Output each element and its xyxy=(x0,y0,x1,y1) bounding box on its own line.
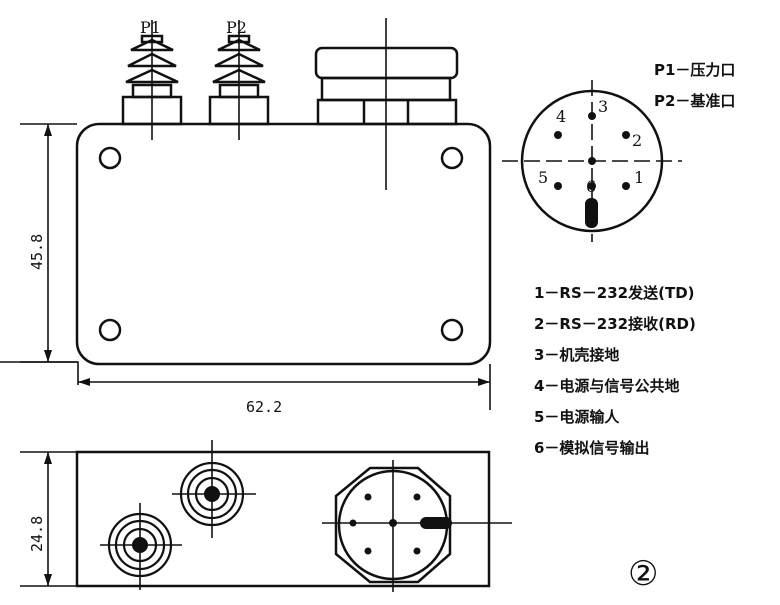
dim-width: 62.2 xyxy=(246,398,282,416)
mount-hole-br xyxy=(440,318,464,342)
connector-base xyxy=(316,98,458,126)
pin-2 xyxy=(622,131,630,139)
dim-height: 45.8 xyxy=(28,234,46,270)
connector-key xyxy=(585,198,598,228)
pin-label-6: 6 xyxy=(586,177,596,196)
port-label-p2: P2 xyxy=(226,18,247,37)
pin-legend-5: 5－电源输人 xyxy=(534,408,620,426)
pin-legend-3: 3－机壳接地 xyxy=(534,346,619,364)
pin-3 xyxy=(588,112,596,120)
pin-center xyxy=(588,157,596,165)
dim-depth: 24.8 xyxy=(28,516,46,552)
pin-label-5: 5 xyxy=(538,168,548,187)
port-label-p1: P1 xyxy=(140,18,161,37)
pin-5 xyxy=(554,182,562,190)
pin-label-1: 1 xyxy=(634,168,644,187)
pin-label-3: 3 xyxy=(598,97,608,116)
mount-hole-tr xyxy=(440,146,464,170)
pin-legend-6: 6－模拟信号输出 xyxy=(534,439,649,457)
pin-label-4: 4 xyxy=(556,107,566,126)
figure-number: ② xyxy=(628,554,658,594)
housing-front-view xyxy=(75,122,492,366)
pin-legend-2: 2－RS－232接收(RD) xyxy=(534,315,696,333)
mount-hole-bl xyxy=(98,318,122,342)
pin-1 xyxy=(622,182,630,190)
pin-legend-1: 1－RS－232发送(TD) xyxy=(534,284,695,302)
mount-hole-tl xyxy=(98,146,122,170)
pin-4 xyxy=(554,131,562,139)
port-legend-p2: P2－基准口 xyxy=(654,92,735,110)
port-legend-p1: P1－压力口 xyxy=(654,61,735,79)
pin-legend-4: 4－电源与信号公共地 xyxy=(534,377,679,395)
pin-6 xyxy=(588,182,596,190)
pin-label-2: 2 xyxy=(632,131,642,150)
housing-bottom-view xyxy=(75,450,491,588)
